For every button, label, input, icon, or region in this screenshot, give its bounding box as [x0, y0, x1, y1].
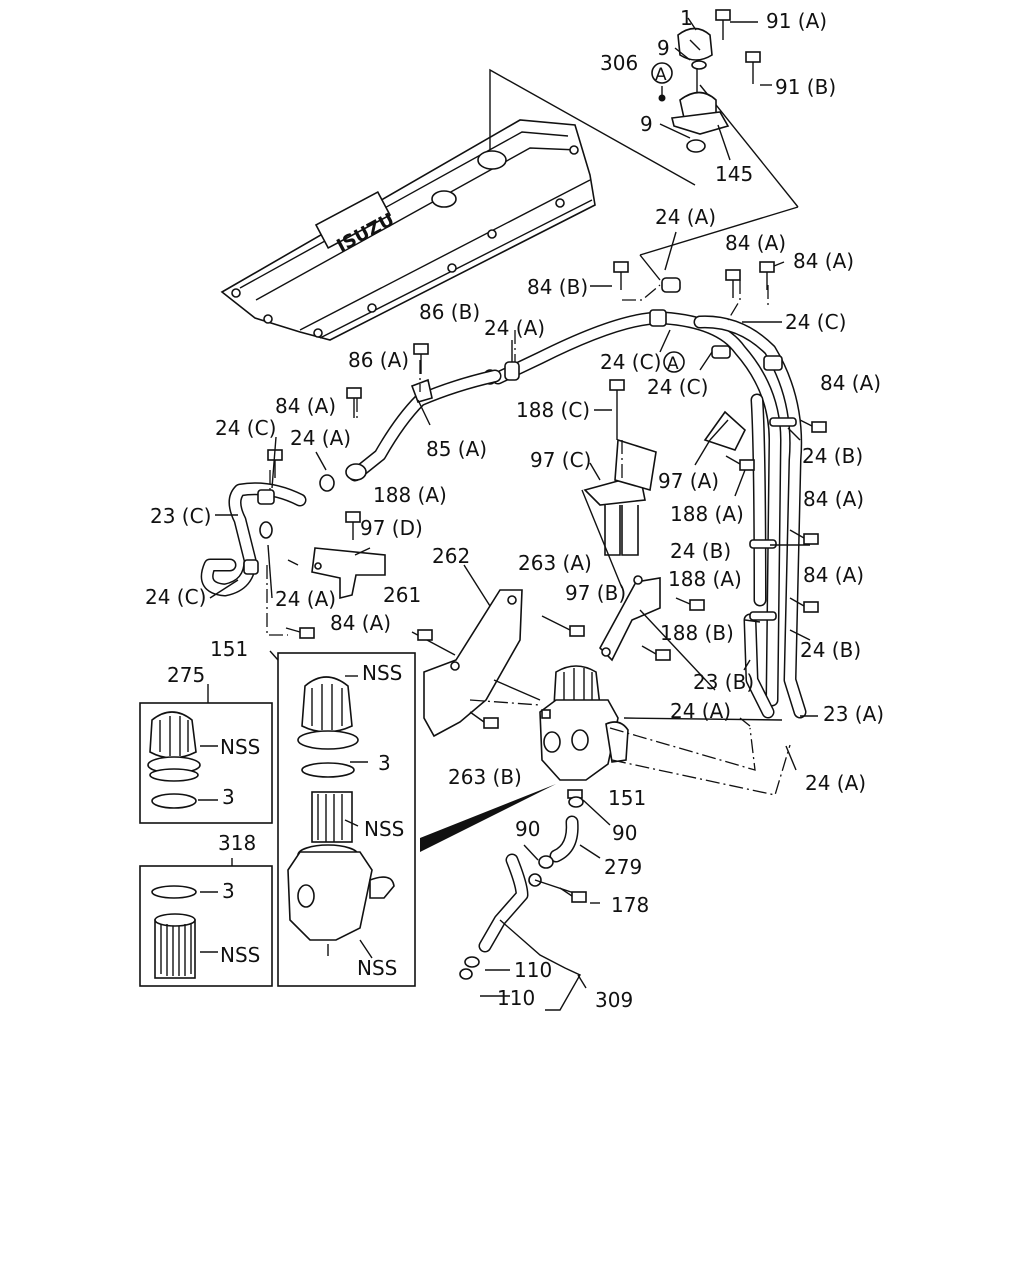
- panel-275: [139, 702, 273, 824]
- breather-pipe-85a: [319, 369, 502, 492]
- callout-151-mid: 151: [608, 786, 646, 810]
- callout-261: 261: [383, 583, 421, 607]
- callout-24b-r1: 24 (B): [802, 444, 863, 468]
- callout-24a-top: 24 (A): [655, 205, 716, 229]
- callout-84a-top: 84 (A): [725, 231, 786, 255]
- callout-84a-left: 84 (A): [275, 394, 336, 418]
- bracket-97c: [583, 438, 657, 556]
- callout-178: 178: [611, 893, 649, 917]
- callout-263b: 263 (B): [448, 765, 522, 789]
- callout-24c-mid: 24 (C): [600, 350, 661, 374]
- callout-9b: 9: [640, 112, 653, 136]
- engine-valve-cover: ISUZU: [220, 119, 596, 341]
- callout-279: 279: [604, 855, 642, 879]
- callout-90b: 90: [612, 821, 637, 845]
- callout-318: 318: [218, 831, 256, 855]
- callout-86b: 86 (B): [419, 300, 480, 324]
- callout-97d: 97 (D): [360, 516, 423, 540]
- callout-1: 1: [680, 6, 693, 30]
- callout-97a: 97 (A): [658, 469, 719, 493]
- callout-nss2: NSS: [220, 735, 260, 759]
- callout-86a: 86 (A): [348, 348, 409, 372]
- dash-leader-lines: [266, 280, 791, 796]
- panel-318: [139, 865, 273, 987]
- callout-3a: 3: [378, 751, 391, 775]
- callout-84a-low: 84 (A): [330, 611, 391, 635]
- callout-91a: 91 (A): [766, 9, 827, 33]
- callout-24b-r3: 24 (B): [800, 638, 861, 662]
- callout-24c-right: 24 (C): [785, 310, 846, 334]
- callout-91b: 91 (B): [775, 75, 836, 99]
- callout-84a-r2: 84 (A): [803, 487, 864, 511]
- callout-262: 262: [432, 544, 470, 568]
- callout-306: 306: [600, 51, 638, 75]
- callout-90a: 90: [515, 817, 540, 841]
- oil-separator-151: [539, 665, 629, 799]
- callout-24c-mid2: 24 (C): [647, 375, 708, 399]
- callout-110a: 110: [514, 958, 552, 982]
- hose-clamps: [483, 277, 797, 621]
- callout-A1: A: [655, 65, 667, 85]
- bolts-top: [715, 9, 772, 86]
- callout-nss3: NSS: [364, 817, 404, 841]
- zoom-wedge: [420, 784, 556, 852]
- callout-24a-r: 24 (A): [670, 699, 731, 723]
- breather-valve: [658, 27, 730, 153]
- callout-24a-left: 24 (A): [290, 426, 351, 450]
- callout-84a-top2: 84 (A): [793, 249, 854, 273]
- callout-labels: 1 91 (A) 9 91 (B) 306 A 9 145 24 (A) 84 …: [145, 6, 884, 1012]
- callout-24a-r2: 24 (A): [805, 771, 866, 795]
- callout-A2: A: [667, 354, 679, 374]
- callout-188b: 188 (B): [660, 621, 734, 645]
- callout-188c: 188 (C): [516, 398, 590, 422]
- callout-309: 309: [595, 988, 633, 1012]
- hose-23c: [200, 482, 307, 597]
- callout-23c: 23 (C): [150, 504, 211, 528]
- callout-84a-r3: 84 (A): [803, 563, 864, 587]
- callout-23b: 23 (B): [693, 670, 754, 694]
- bracket-97b: [599, 575, 661, 662]
- callout-110b: 110: [497, 986, 535, 1010]
- callout-24a-low: 24 (A): [275, 587, 336, 611]
- bracket-97a: [703, 410, 746, 451]
- callout-188a-mid: 188 (A): [668, 567, 742, 591]
- callout-151-top: 151: [210, 637, 248, 661]
- callout-9a: 9: [657, 36, 670, 60]
- drain-hose-279: [538, 796, 584, 869]
- bolts: [267, 261, 827, 903]
- callout-84a-r1: 84 (A): [820, 371, 881, 395]
- callout-275: 275: [167, 663, 205, 687]
- callout-nss5: NSS: [357, 956, 397, 980]
- callout-97b: 97 (B): [565, 581, 626, 605]
- callout-nss4: NSS: [220, 943, 260, 967]
- callout-84b: 84 (B): [527, 275, 588, 299]
- callout-188a-top: 188 (A): [373, 483, 447, 507]
- callout-leader-lines: [198, 17, 818, 1011]
- callout-3b: 3: [222, 785, 235, 809]
- callout-145: 145: [715, 162, 753, 186]
- callout-24a-mid: 24 (A): [484, 316, 545, 340]
- drain-pipe-309: [459, 853, 581, 980]
- drain-plug-306: [658, 94, 666, 102]
- callout-85a: 85 (A): [426, 437, 487, 461]
- callout-188a-r: 188 (A): [670, 502, 744, 526]
- callout-23a: 23 (A): [823, 702, 884, 726]
- callout-3c: 3: [222, 879, 235, 903]
- panel-151-exploded: [277, 652, 416, 987]
- bracket-262: [423, 589, 523, 738]
- callout-nss1: NSS: [362, 661, 402, 685]
- bracket-97d: [311, 547, 386, 600]
- callout-24c-left: 24 (C): [215, 416, 276, 440]
- callout-263a: 263 (A): [518, 551, 592, 575]
- callout-24b-r2: 24 (B): [670, 539, 731, 563]
- callout-97c: 97 (C): [530, 448, 591, 472]
- callout-24c-low: 24 (C): [145, 585, 206, 609]
